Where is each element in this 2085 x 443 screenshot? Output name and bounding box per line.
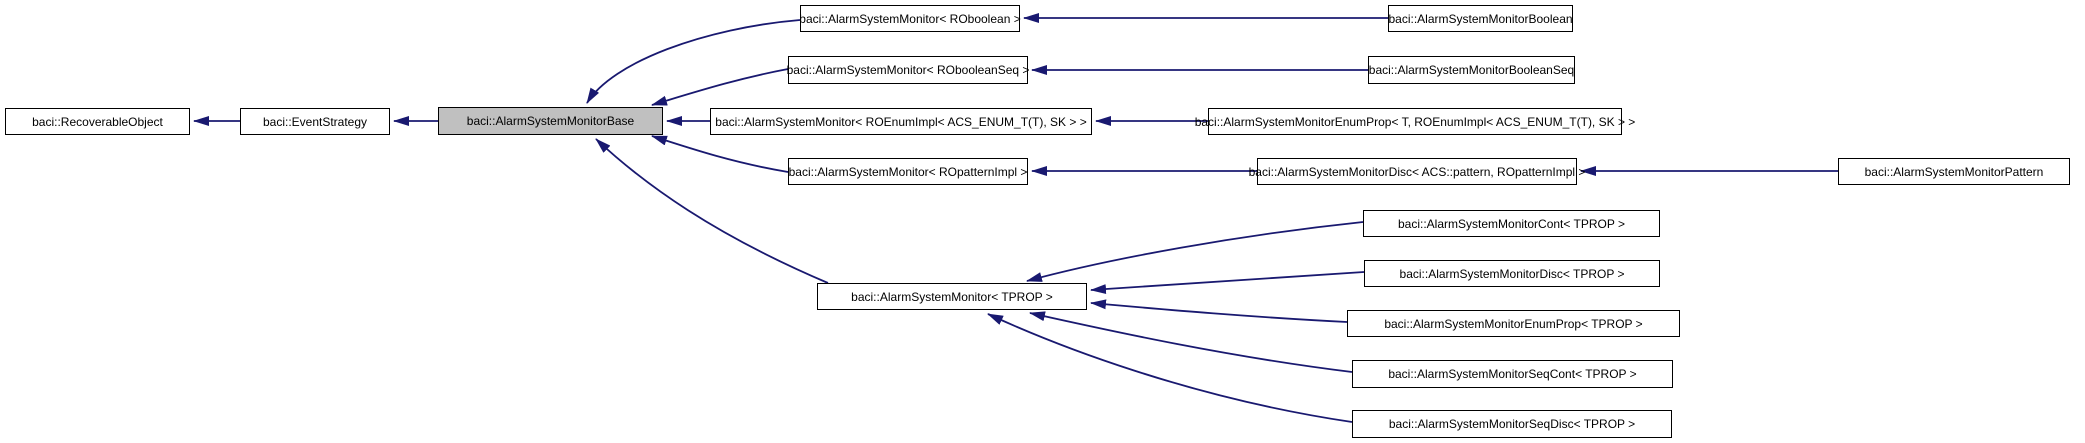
edge-ropatternimpl-to-monitorbase: [651, 135, 789, 173]
class-node-alarm-system-monitor-base: baci::AlarmSystemMonitorBase: [438, 107, 663, 135]
class-node-label: baci::AlarmSystemMonitorBase: [466, 114, 635, 128]
class-node-label: baci::AlarmSystemMonitorEnumProp< T, ROE…: [1194, 114, 1636, 129]
class-node-monitor-enumprop-full[interactable]: baci::AlarmSystemMonitorEnumProp< T, ROE…: [1195, 108, 1635, 135]
class-node-label: baci::AlarmSystemMonitor< ROEnumImpl< AC…: [715, 114, 1087, 129]
class-node-monitor-robooleanseq[interactable]: baci::AlarmSystemMonitor< RObooleanSeq >: [786, 56, 1030, 84]
class-node-monitor-boolean[interactable]: baci::AlarmSystemMonitorBoolean: [1388, 5, 1573, 32]
class-node-monitor-tprop[interactable]: baci::AlarmSystemMonitor< TPROP >: [817, 283, 1087, 310]
class-node-monitor-disc-pattern[interactable]: baci::AlarmSystemMonitorDisc< ACS::patte…: [1249, 158, 1585, 185]
class-node-label: baci::AlarmSystemMonitorCont< TPROP >: [1398, 216, 1625, 231]
class-node-monitor-roboolean[interactable]: baci::AlarmSystemMonitor< ROboolean >: [799, 5, 1021, 32]
class-node-label: baci::AlarmSystemMonitorEnumProp< TPROP …: [1384, 316, 1643, 331]
class-node-monitor-cont-tprop[interactable]: baci::AlarmSystemMonitorCont< TPROP >: [1363, 210, 1660, 237]
edge-robooleanseq-to-monitorbase: [651, 68, 789, 106]
class-node-label: baci::AlarmSystemMonitor< ROboolean >: [799, 11, 1021, 26]
class-node-label: baci::AlarmSystemMonitorBoolean: [1388, 11, 1573, 26]
class-node-label: baci::AlarmSystemMonitorDisc< TPROP >: [1399, 266, 1625, 281]
class-node-label: baci::AlarmSystemMonitor< TPROP >: [851, 289, 1053, 304]
edge-tprop-to-monitorbase: [595, 138, 829, 284]
edge-seqdisc-to-tprop: [987, 313, 1353, 423]
class-node-monitor-seqcont-tprop[interactable]: baci::AlarmSystemMonitorSeqCont< TPROP >: [1352, 360, 1673, 388]
class-node-label: baci::AlarmSystemMonitorDisc< ACS::patte…: [1248, 164, 1586, 179]
class-node-monitor-ropatternimpl[interactable]: baci::AlarmSystemMonitor< ROpatternImpl …: [788, 158, 1028, 185]
class-node-label: baci::AlarmSystemMonitor< ROpatternImpl …: [788, 164, 1028, 179]
class-node-label: baci::AlarmSystemMonitorSeqDisc< TPROP >: [1388, 417, 1636, 431]
class-node-monitor-disc-tprop[interactable]: baci::AlarmSystemMonitorDisc< TPROP >: [1364, 260, 1660, 287]
class-node-label: baci::AlarmSystemMonitorSeqCont< TPROP >: [1388, 367, 1637, 381]
class-node-monitor-enumprop-tprop[interactable]: baci::AlarmSystemMonitorEnumProp< TPROP …: [1347, 310, 1680, 337]
class-node-recoverable-object[interactable]: baci::RecoverableObject: [5, 108, 190, 135]
class-node-monitor-pattern[interactable]: baci::AlarmSystemMonitorPattern: [1838, 158, 2070, 185]
class-node-monitor-roenumimpl[interactable]: baci::AlarmSystemMonitor< ROEnumImpl< AC…: [710, 108, 1092, 135]
class-node-label: baci::AlarmSystemMonitorPattern: [1864, 164, 2044, 179]
class-node-event-strategy[interactable]: baci::EventStrategy: [240, 108, 390, 135]
edge-enumprop-to-tprop: [1090, 299, 1348, 323]
edge-disc-to-tprop: [1090, 271, 1365, 295]
class-node-monitor-seqdisc-tprop[interactable]: baci::AlarmSystemMonitorSeqDisc< TPROP >: [1352, 410, 1672, 438]
class-node-label: baci::RecoverableObject: [32, 114, 163, 129]
class-node-label: baci::AlarmSystemMonitor< RObooleanSeq >: [786, 63, 1030, 77]
class-node-monitor-booleanseq[interactable]: baci::AlarmSystemMonitorBooleanSeq: [1368, 56, 1575, 84]
class-node-label: baci::EventStrategy: [262, 114, 368, 129]
edge-cont-to-tprop: [1026, 221, 1364, 282]
edge-seqcont-to-tprop: [1029, 311, 1353, 373]
class-node-label: baci::AlarmSystemMonitorBooleanSeq: [1368, 63, 1575, 77]
edge-roboolean-to-monitorbase: [586, 19, 801, 104]
